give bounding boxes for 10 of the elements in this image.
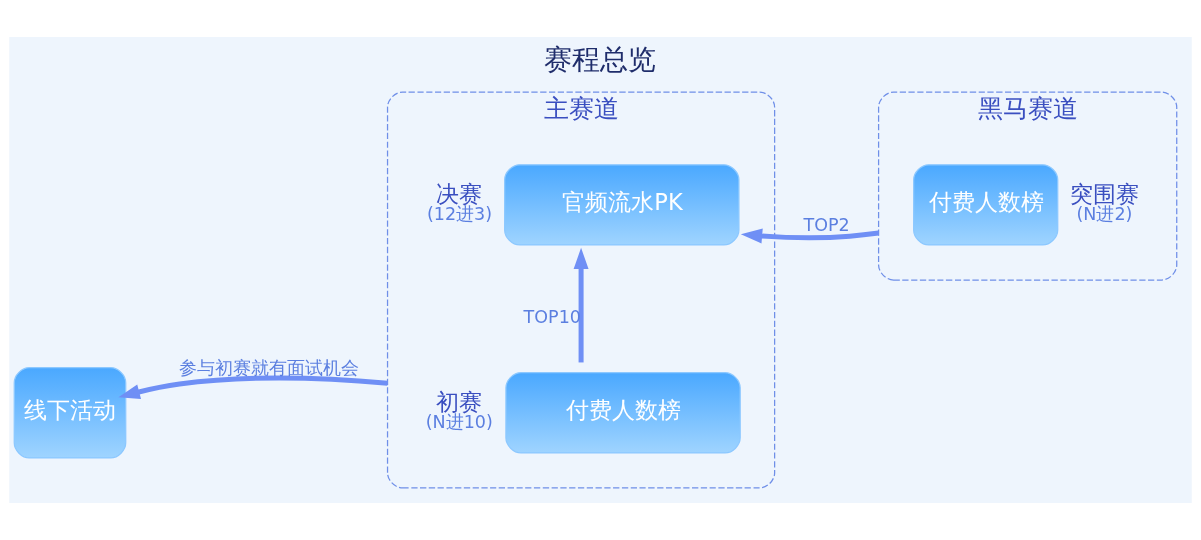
arrow (118, 375, 388, 400)
arrow (573, 247, 589, 363)
arrow (740, 228, 879, 244)
node-box: 线下活动 (13, 367, 127, 459)
edge-label: 参与初赛就有面试机会 (179, 358, 360, 379)
node-label: (12进3) (427, 204, 493, 225)
node-label: 决赛 (436, 180, 483, 207)
edge-label: TOP2 (803, 215, 850, 236)
diagram-title: 赛程总览 (544, 43, 657, 76)
node-label: 突围赛 (1070, 180, 1140, 207)
